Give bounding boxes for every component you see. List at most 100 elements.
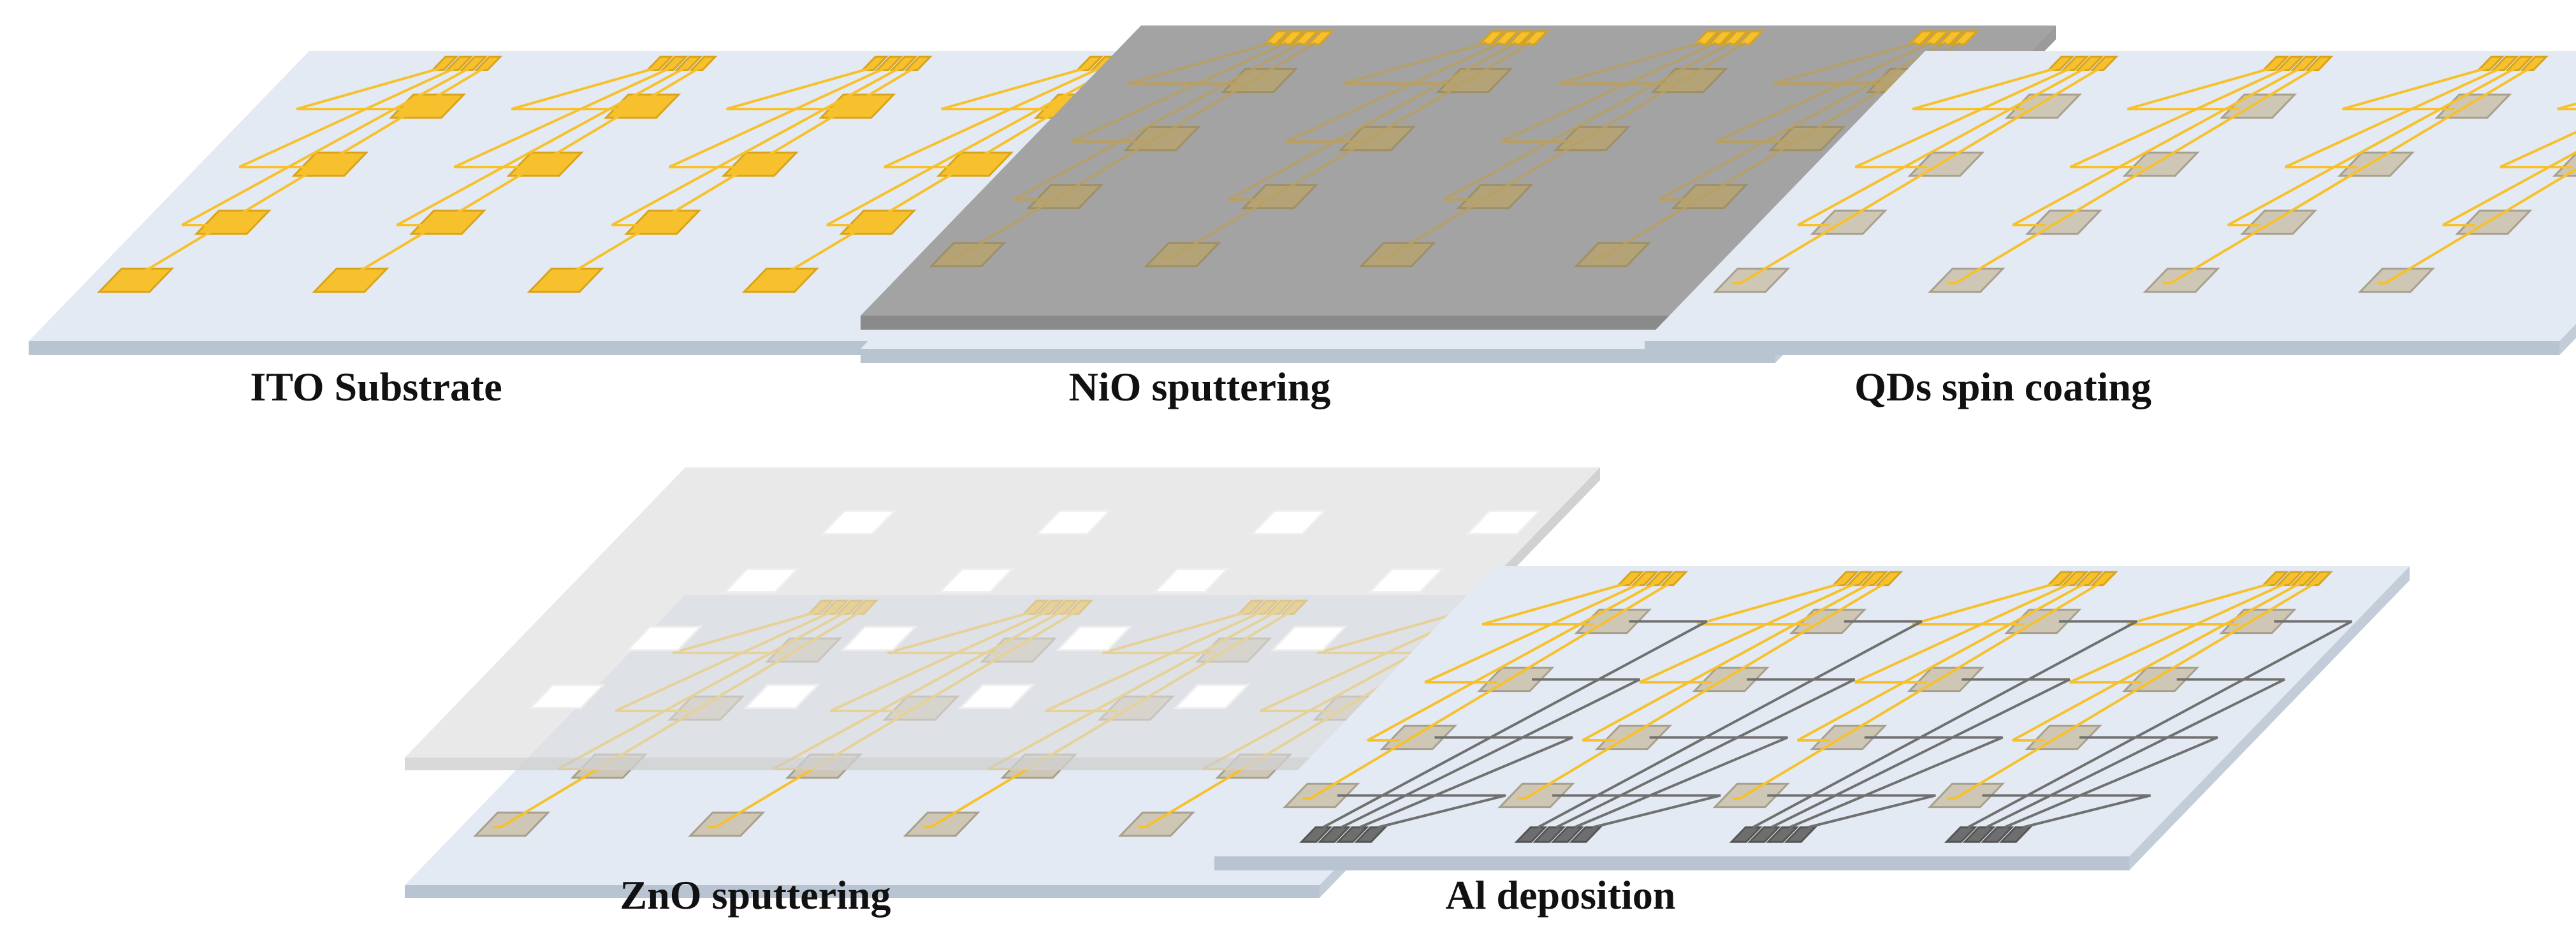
ito-contact-finger (474, 55, 503, 71)
ito-contact-finger (2090, 55, 2119, 71)
ito-contact-finger (1492, 30, 1520, 46)
mask-window (743, 684, 820, 710)
mask-window (1035, 509, 1112, 536)
ito-contact-finger (2520, 55, 2549, 71)
ito-contact-finger (2290, 571, 2318, 587)
pixel-pad (97, 267, 175, 293)
ito-trace (1773, 41, 1917, 85)
pixel-pad (1144, 242, 1221, 268)
ito-contact-finger (2075, 571, 2104, 587)
ito-contact-finger (2275, 571, 2304, 587)
al-trace (1555, 678, 1856, 829)
pixel-pad (473, 811, 551, 837)
ito-contact-finger (2260, 571, 2290, 587)
mask-window (1367, 568, 1445, 594)
panel-al-deposition (1214, 566, 2410, 870)
glass-substrate-front-edge (29, 341, 943, 355)
pixel-pad (1928, 267, 2005, 293)
ito-contact-finger (1936, 30, 1965, 46)
mask-window (1270, 626, 1348, 652)
ito-contact-finger (1631, 571, 1659, 587)
ito-contact-finger (1660, 571, 1689, 587)
ito-contact-finger (1692, 30, 1721, 46)
glass-substrate-side-edge (2129, 566, 2410, 870)
ito-trace (2227, 67, 2515, 226)
ito-contact-finger (2276, 55, 2304, 71)
ito-contact-finger (875, 55, 903, 71)
pixel-pad (1358, 242, 1436, 268)
al-trace (1967, 620, 2353, 829)
zno-mask-plate (405, 467, 1600, 758)
ito-contact-finger (2090, 571, 2118, 587)
zno-mask-edge (405, 758, 1320, 770)
ito-trace (1367, 582, 1655, 742)
glass-substrate-front-edge (1214, 856, 2129, 870)
al-trace (1985, 678, 2285, 829)
ito-contact-finger (460, 55, 488, 71)
ito-contact-finger (1951, 30, 1979, 46)
ito-trace (941, 67, 1085, 110)
ito-contact-finger (1477, 30, 1506, 46)
panel-qds-spin-coating (1645, 51, 2576, 355)
ito-trace (2557, 102, 2576, 110)
ito-trace (949, 41, 1316, 259)
ito-contact-finger (860, 55, 889, 71)
mask-window (1464, 509, 1542, 536)
ito-trace (1797, 67, 2086, 226)
al-trace (2004, 736, 2218, 829)
mask-window (528, 684, 606, 710)
ito-trace (611, 67, 899, 226)
ito-contact-finger (1645, 571, 1674, 587)
ito-trace (2442, 150, 2576, 226)
pixel-pad (1573, 242, 1652, 268)
ito-contact-finger (1831, 571, 1859, 587)
pixel-pad (1497, 782, 1575, 809)
ito-trace (2377, 167, 2576, 284)
ito-trace (181, 67, 470, 226)
ito-trace (1128, 41, 1272, 85)
al-trace (1982, 794, 2151, 829)
ito-trace (1732, 582, 2100, 800)
ito-contact-finger (889, 55, 918, 71)
ito-contact-finger (1292, 30, 1320, 46)
ito-trace (117, 67, 484, 284)
mask-window (625, 626, 703, 652)
ito-trace (1013, 41, 1302, 201)
ito-trace (546, 67, 914, 284)
ito-contact-finger (2491, 55, 2519, 71)
ito-contact-finger (689, 55, 718, 71)
ito-contact-finger (2290, 55, 2319, 71)
glass-substrate-front-edge (405, 885, 1320, 898)
ito-trace (1912, 67, 2056, 110)
ito-contact-finger (1262, 30, 1291, 46)
ito-contact-finger (2061, 55, 2090, 71)
ito-contact-finger (2505, 55, 2534, 71)
glass-substrate-side-edge (2559, 324, 2576, 355)
ito-trace (1911, 582, 2056, 626)
al-trace (1322, 620, 1708, 829)
ito-trace (2127, 67, 2271, 110)
ito-trace (1517, 582, 1885, 800)
ito-trace (1228, 41, 1517, 201)
ito-trace (2162, 67, 2530, 284)
label-zno-sputtering: ZnO sputtering (620, 872, 891, 918)
ito-contact-finger (1860, 571, 1889, 587)
pixel-pad (688, 811, 766, 837)
ito-trace (2341, 67, 2486, 110)
ito-contact-finger (1845, 571, 1874, 587)
ito-trace (396, 67, 685, 226)
al-trace (1341, 678, 1641, 829)
ito-contact-finger (660, 55, 688, 71)
ito-trace (331, 67, 699, 284)
pixel-pad (527, 267, 604, 293)
ito-contact-finger (2046, 55, 2075, 71)
al-trace (1537, 620, 1923, 829)
ito-trace (1582, 582, 1870, 742)
ito-trace (296, 67, 440, 110)
ito-contact-finger (2304, 571, 2333, 587)
pixel-pad (312, 267, 389, 293)
mask-window (840, 626, 918, 652)
al-trace (1574, 736, 1789, 829)
ito-trace (761, 67, 1130, 284)
